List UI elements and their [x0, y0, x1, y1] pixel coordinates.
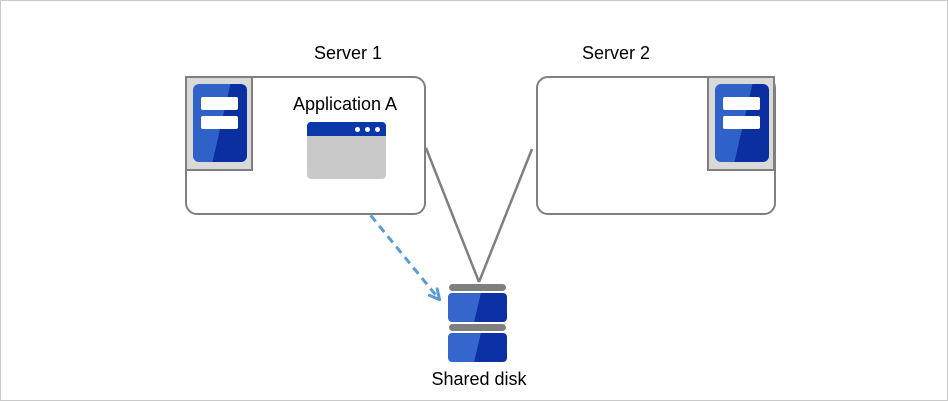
window-dot-icon	[365, 127, 370, 132]
server-tower-slot	[723, 116, 760, 129]
window-titlebar	[307, 122, 386, 136]
server-tower-slot	[723, 97, 760, 110]
connector-server2-disk-line	[477, 148, 534, 283]
application-window-icon	[307, 122, 386, 179]
server-tower-icon	[185, 76, 253, 171]
disk-unit	[448, 333, 507, 362]
server-tower-body	[715, 84, 769, 162]
disk-unit	[448, 293, 507, 322]
server1-label: Server 1	[313, 43, 383, 63]
application-label: Application A	[292, 94, 398, 114]
connector-server1-disk-line	[424, 147, 481, 283]
server2-label: Server 2	[581, 43, 651, 63]
shared-disk-label: Shared disk	[431, 369, 527, 389]
disk-cap	[449, 324, 506, 331]
server-tower-icon	[707, 76, 775, 171]
server-tower-body	[193, 84, 247, 162]
window-dot-icon	[355, 127, 360, 132]
disk-cap	[449, 284, 506, 291]
window-dot-icon	[375, 127, 380, 132]
server-tower-slot	[201, 116, 238, 129]
server-tower-slot	[201, 97, 238, 110]
